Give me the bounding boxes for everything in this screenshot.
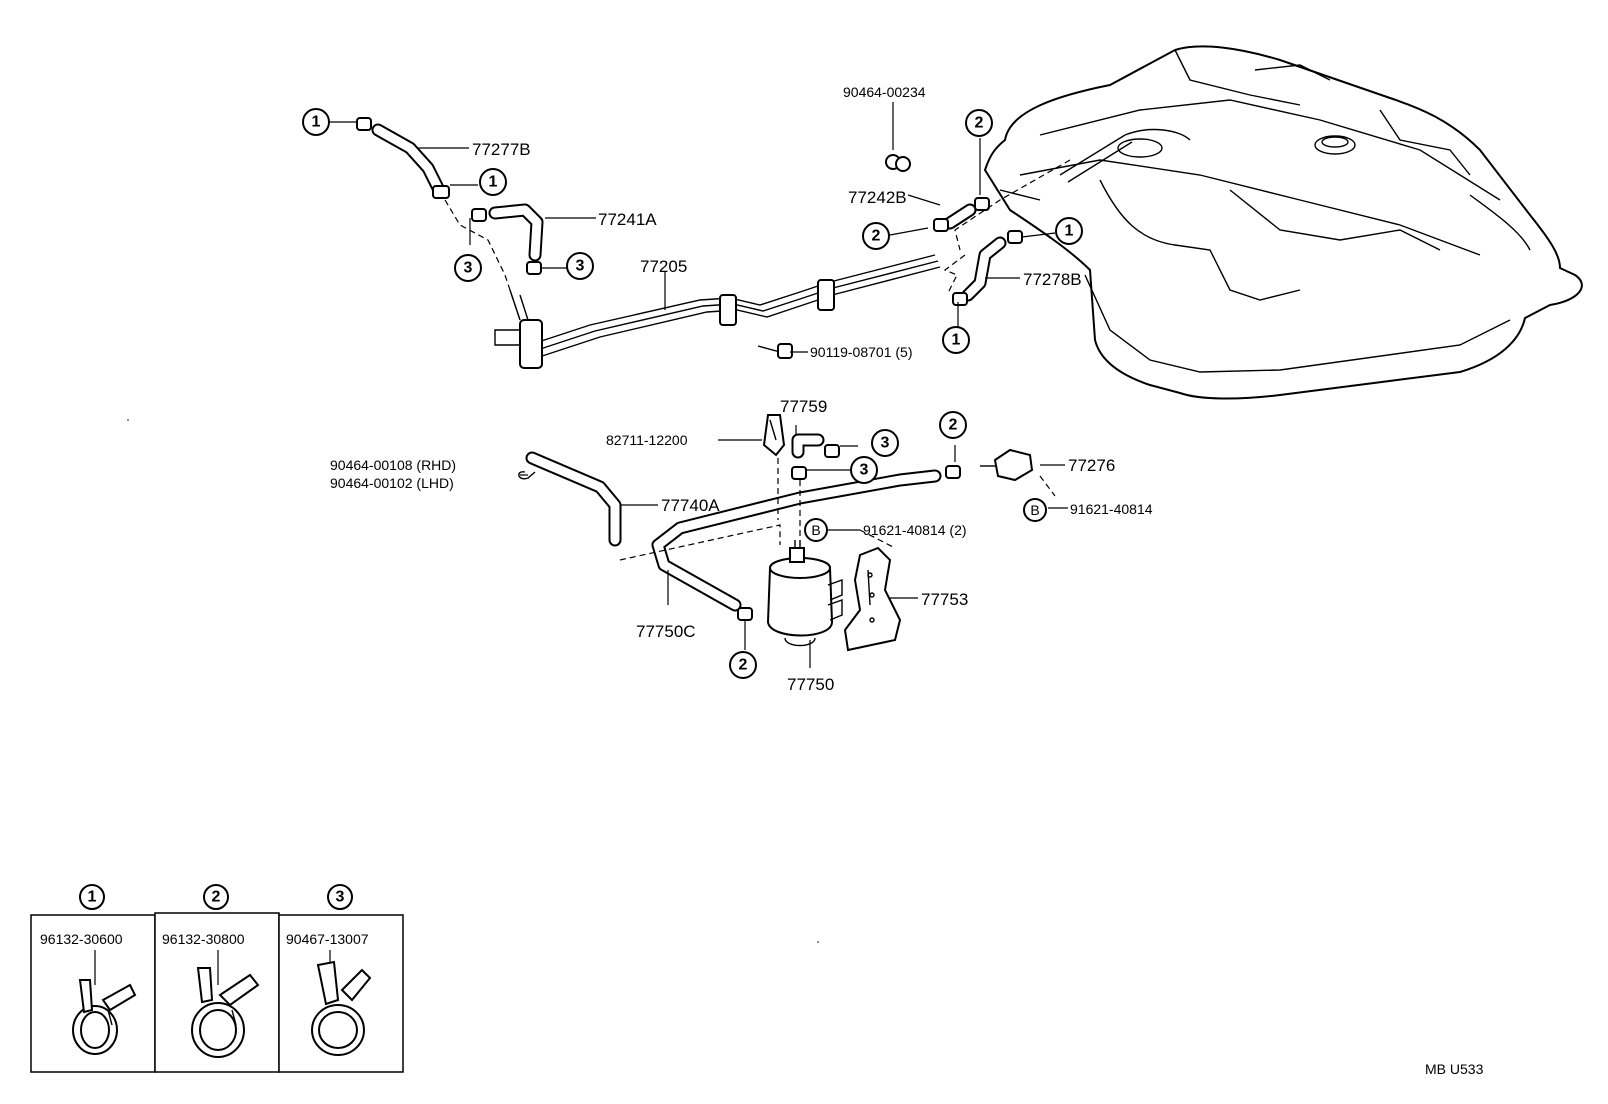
stray-dot: [817, 941, 819, 943]
callout-2: 2: [939, 411, 967, 439]
callout-1: 1: [942, 326, 970, 354]
label-77759: 77759: [780, 397, 827, 416]
hose-77242b: [933, 197, 990, 232]
canister-77750: [766, 540, 843, 647]
drawing-code: MB U533: [1425, 1061, 1484, 1077]
label-77242b: 77242B: [848, 188, 907, 207]
label-91621-40814-2: 91621-40814 (2): [863, 522, 967, 538]
label-77753: 77753: [921, 590, 968, 609]
clamp-96132-30800: [191, 950, 260, 1058]
label-90464-00102: 90464-00102 (LHD): [330, 475, 454, 491]
hose-77241a: [471, 203, 544, 275]
svg-text:3: 3: [336, 889, 345, 906]
callout-2: 2: [965, 109, 993, 137]
valve-82711-12200: [762, 414, 786, 457]
svg-text:1: 1: [312, 114, 321, 131]
label-77276: 77276: [1068, 456, 1115, 475]
label-90119: 90119-08701 (5): [810, 344, 912, 360]
stray-dot: [127, 419, 129, 421]
valve-77276: [945, 448, 1034, 482]
svg-text:3: 3: [860, 462, 869, 479]
callouts: 1 1 1 1 2 2 2 2 3 3 3 3 B B: [302, 108, 1083, 679]
leader-lines: [328, 102, 1068, 668]
legend-part-1: 96132-30600: [40, 931, 123, 947]
hose-77740a: [518, 451, 622, 547]
svg-text:3: 3: [464, 260, 473, 277]
callout-b: B: [804, 518, 828, 542]
svg-text:2: 2: [975, 115, 984, 132]
hose-77750c: [651, 469, 942, 621]
label-82711-12200: 82711-12200: [606, 432, 688, 448]
clamp-legend: 1 2 3 96132-30600 96132-30800 90467-1300…: [30, 884, 404, 1073]
grommet-90464-00234: [885, 154, 911, 172]
clamp-1-lower: [432, 185, 450, 199]
part-labels: 77277B 77241A 77205 90119-08701 (5) 9046…: [330, 84, 1153, 694]
callout-3: 3: [566, 252, 594, 280]
legend-header-1: 1: [79, 884, 105, 910]
callout-2: 2: [862, 222, 890, 250]
label-77277b: 77277B: [472, 140, 531, 159]
svg-text:3: 3: [881, 435, 890, 452]
bracket-77753: [843, 546, 902, 652]
svg-text:1: 1: [88, 889, 97, 906]
callout-b: B: [1023, 498, 1047, 522]
label-77241a: 77241A: [598, 210, 657, 229]
dashed-guides: [444, 159, 1071, 561]
callout-3: 3: [454, 254, 482, 282]
clamp-96132-30600: [72, 950, 137, 1055]
pipe-clamp-a: [719, 294, 737, 326]
svg-text:B: B: [1030, 502, 1039, 518]
pipe-77205: [494, 254, 941, 369]
callout-3: 3: [871, 429, 899, 457]
clamp-3-mid: [526, 261, 542, 275]
bolt-90119: [757, 343, 793, 359]
svg-text:1: 1: [952, 332, 961, 349]
label-90464-00234: 90464-00234: [843, 84, 926, 100]
legend-header-2: 2: [203, 884, 229, 910]
callout-1: 1: [302, 108, 330, 136]
fuel-tank: [983, 45, 1583, 400]
clamp-1-top: [356, 117, 372, 131]
label-77740a: 77740A: [661, 496, 720, 515]
callout-3: 3: [850, 456, 878, 484]
pipe-bracket: [519, 319, 543, 369]
svg-text:1: 1: [489, 174, 498, 191]
hose-77278b: [952, 230, 1023, 306]
label-77750: 77750: [787, 675, 834, 694]
pipe-clamp-b: [817, 279, 835, 311]
hose-77759: [791, 433, 840, 480]
svg-text:2: 2: [212, 889, 221, 906]
svg-text:1: 1: [1065, 223, 1074, 240]
label-77750c: 77750C: [636, 622, 696, 641]
callout-2: 2: [729, 651, 757, 679]
hose-77277b: [356, 117, 450, 199]
svg-text:3: 3: [576, 258, 585, 275]
legend-part-3: 90467-13007: [286, 931, 369, 947]
callout-1: 1: [1055, 217, 1083, 245]
label-90464-00108: 90464-00108 (RHD): [330, 457, 456, 473]
clamp-3-left: [471, 208, 487, 222]
clamp-90467-13007: [311, 950, 372, 1056]
svg-text:B: B: [811, 522, 820, 538]
legend-part-2: 96132-30800: [162, 931, 245, 947]
label-77278b: 77278B: [1023, 270, 1082, 289]
callout-1: 1: [479, 168, 507, 196]
label-91621-40814: 91621-40814: [1070, 501, 1153, 517]
svg-text:2: 2: [872, 228, 881, 245]
svg-text:2: 2: [739, 657, 748, 674]
label-77205: 77205: [640, 257, 687, 276]
legend-header-3: 3: [327, 884, 353, 910]
svg-text:2: 2: [949, 417, 958, 434]
